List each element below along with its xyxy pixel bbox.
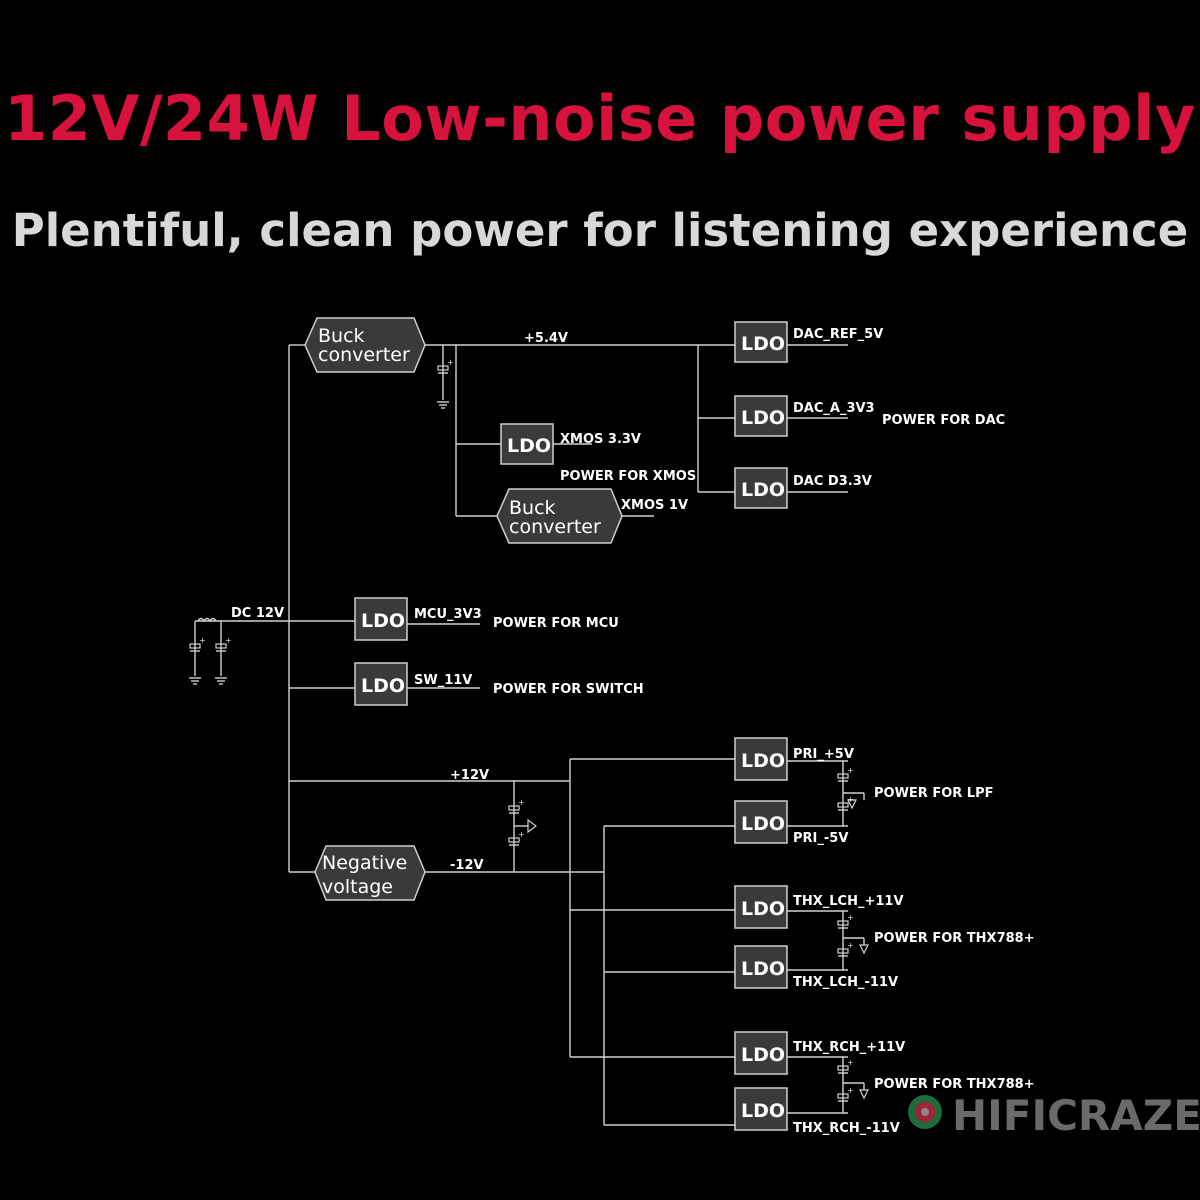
svg-text:LDO: LDO bbox=[741, 1100, 785, 1122]
ldo-lch-pos: LDO bbox=[734, 885, 788, 929]
buck2-label-2: converter bbox=[509, 516, 601, 538]
lch-neg-label: THX_LCH_-11V bbox=[793, 975, 898, 990]
negative-label: Negative bbox=[322, 852, 407, 874]
xmos-1v-label: XMOS 1V bbox=[621, 498, 688, 513]
sw-label: SW_11V bbox=[414, 673, 472, 688]
ldo-rch-pos: LDO bbox=[734, 1031, 788, 1075]
svg-text:LDO: LDO bbox=[741, 813, 785, 835]
dac-ref-label: DAC_REF_5V bbox=[793, 327, 883, 342]
svg-text:LDO: LDO bbox=[361, 610, 405, 632]
buck-converter-xmos: Buck converter bbox=[496, 488, 623, 544]
buck-converter-main: Buck converter bbox=[304, 317, 426, 373]
svg-text:LDO: LDO bbox=[741, 1044, 785, 1066]
power-mcu-label: POWER FOR MCU bbox=[493, 616, 619, 631]
power-xmos-label: POWER FOR XMOS bbox=[560, 469, 696, 484]
rch-neg-label: THX_RCH_-11V bbox=[793, 1121, 900, 1136]
buck1-label-2: converter bbox=[318, 344, 410, 366]
buck1-label: Buck bbox=[318, 325, 365, 347]
power-dac-label: POWER FOR DAC bbox=[882, 413, 1005, 428]
negative-voltage-block: Negative voltage bbox=[314, 845, 426, 901]
rail-p12-label: +12V bbox=[450, 768, 489, 783]
power-thx-l-label: POWER FOR THX788+ bbox=[874, 931, 1035, 946]
capacitor-symbols bbox=[188, 357, 869, 1102]
ldo-pri-pos: LDO bbox=[734, 737, 788, 781]
ldo-lch-neg: LDO bbox=[734, 945, 788, 989]
watermark-text: HIFICRAZE bbox=[952, 1091, 1200, 1140]
page-subtitle: Plentiful, clean power for listening exp… bbox=[11, 204, 1189, 257]
svg-text:LDO: LDO bbox=[741, 407, 785, 429]
svg-text:LDO: LDO bbox=[741, 958, 785, 980]
svg-text:LDO: LDO bbox=[741, 750, 785, 772]
ldo-dac-a: LDO bbox=[734, 395, 788, 437]
svg-text:LDO: LDO bbox=[507, 435, 551, 457]
negative-label-2: voltage bbox=[322, 876, 393, 898]
dc-12v-label: DC 12V bbox=[231, 606, 284, 621]
dac-a-label: DAC_A_3V3 bbox=[793, 401, 875, 416]
pri-neg-label: PRI_-5V bbox=[793, 831, 848, 846]
power-switch-label: POWER FOR SWITCH bbox=[493, 682, 644, 697]
ldo-dac-ref: LDO bbox=[734, 321, 788, 363]
ldo-mcu: LDO bbox=[354, 597, 408, 641]
power-lpf-label: POWER FOR LPF bbox=[874, 786, 994, 801]
lch-pos-label: THX_LCH_+11V bbox=[793, 894, 904, 909]
pri-pos-label: PRI_+5V bbox=[793, 747, 854, 762]
svg-text:LDO: LDO bbox=[741, 333, 785, 355]
ldo-xmos: LDO bbox=[500, 423, 554, 465]
page-title: 12V/24W Low-noise power supply bbox=[4, 82, 1196, 155]
ldo-switch: LDO bbox=[354, 662, 408, 706]
svg-text:LDO: LDO bbox=[361, 675, 405, 697]
net-labels: +5.4V XMOS 3.3V POWER FOR XMOS XMOS 1V D… bbox=[231, 327, 1035, 1136]
ldo-pri-neg: LDO bbox=[734, 800, 788, 844]
wires bbox=[194, 344, 865, 1126]
rail-n12-label: -12V bbox=[450, 858, 484, 873]
buck2-label: Buck bbox=[509, 497, 556, 519]
ldo-rch-neg: LDO bbox=[734, 1087, 788, 1131]
watermark: HIFICRAZE bbox=[908, 1091, 1200, 1140]
xmos-3v3-label: XMOS 3.3V bbox=[560, 432, 641, 447]
power-thx-r-label: POWER FOR THX788+ bbox=[874, 1077, 1035, 1092]
rch-pos-label: THX_RCH_+11V bbox=[793, 1040, 905, 1055]
svg-text:LDO: LDO bbox=[741, 479, 785, 501]
ldo-dac-d: LDO bbox=[734, 467, 788, 509]
mcu-label: MCU_3V3 bbox=[414, 607, 482, 622]
svg-text:LDO: LDO bbox=[741, 898, 785, 920]
rail-5v4-label: +5.4V bbox=[524, 331, 568, 346]
dac-d-label: DAC D3.3V bbox=[793, 474, 872, 489]
